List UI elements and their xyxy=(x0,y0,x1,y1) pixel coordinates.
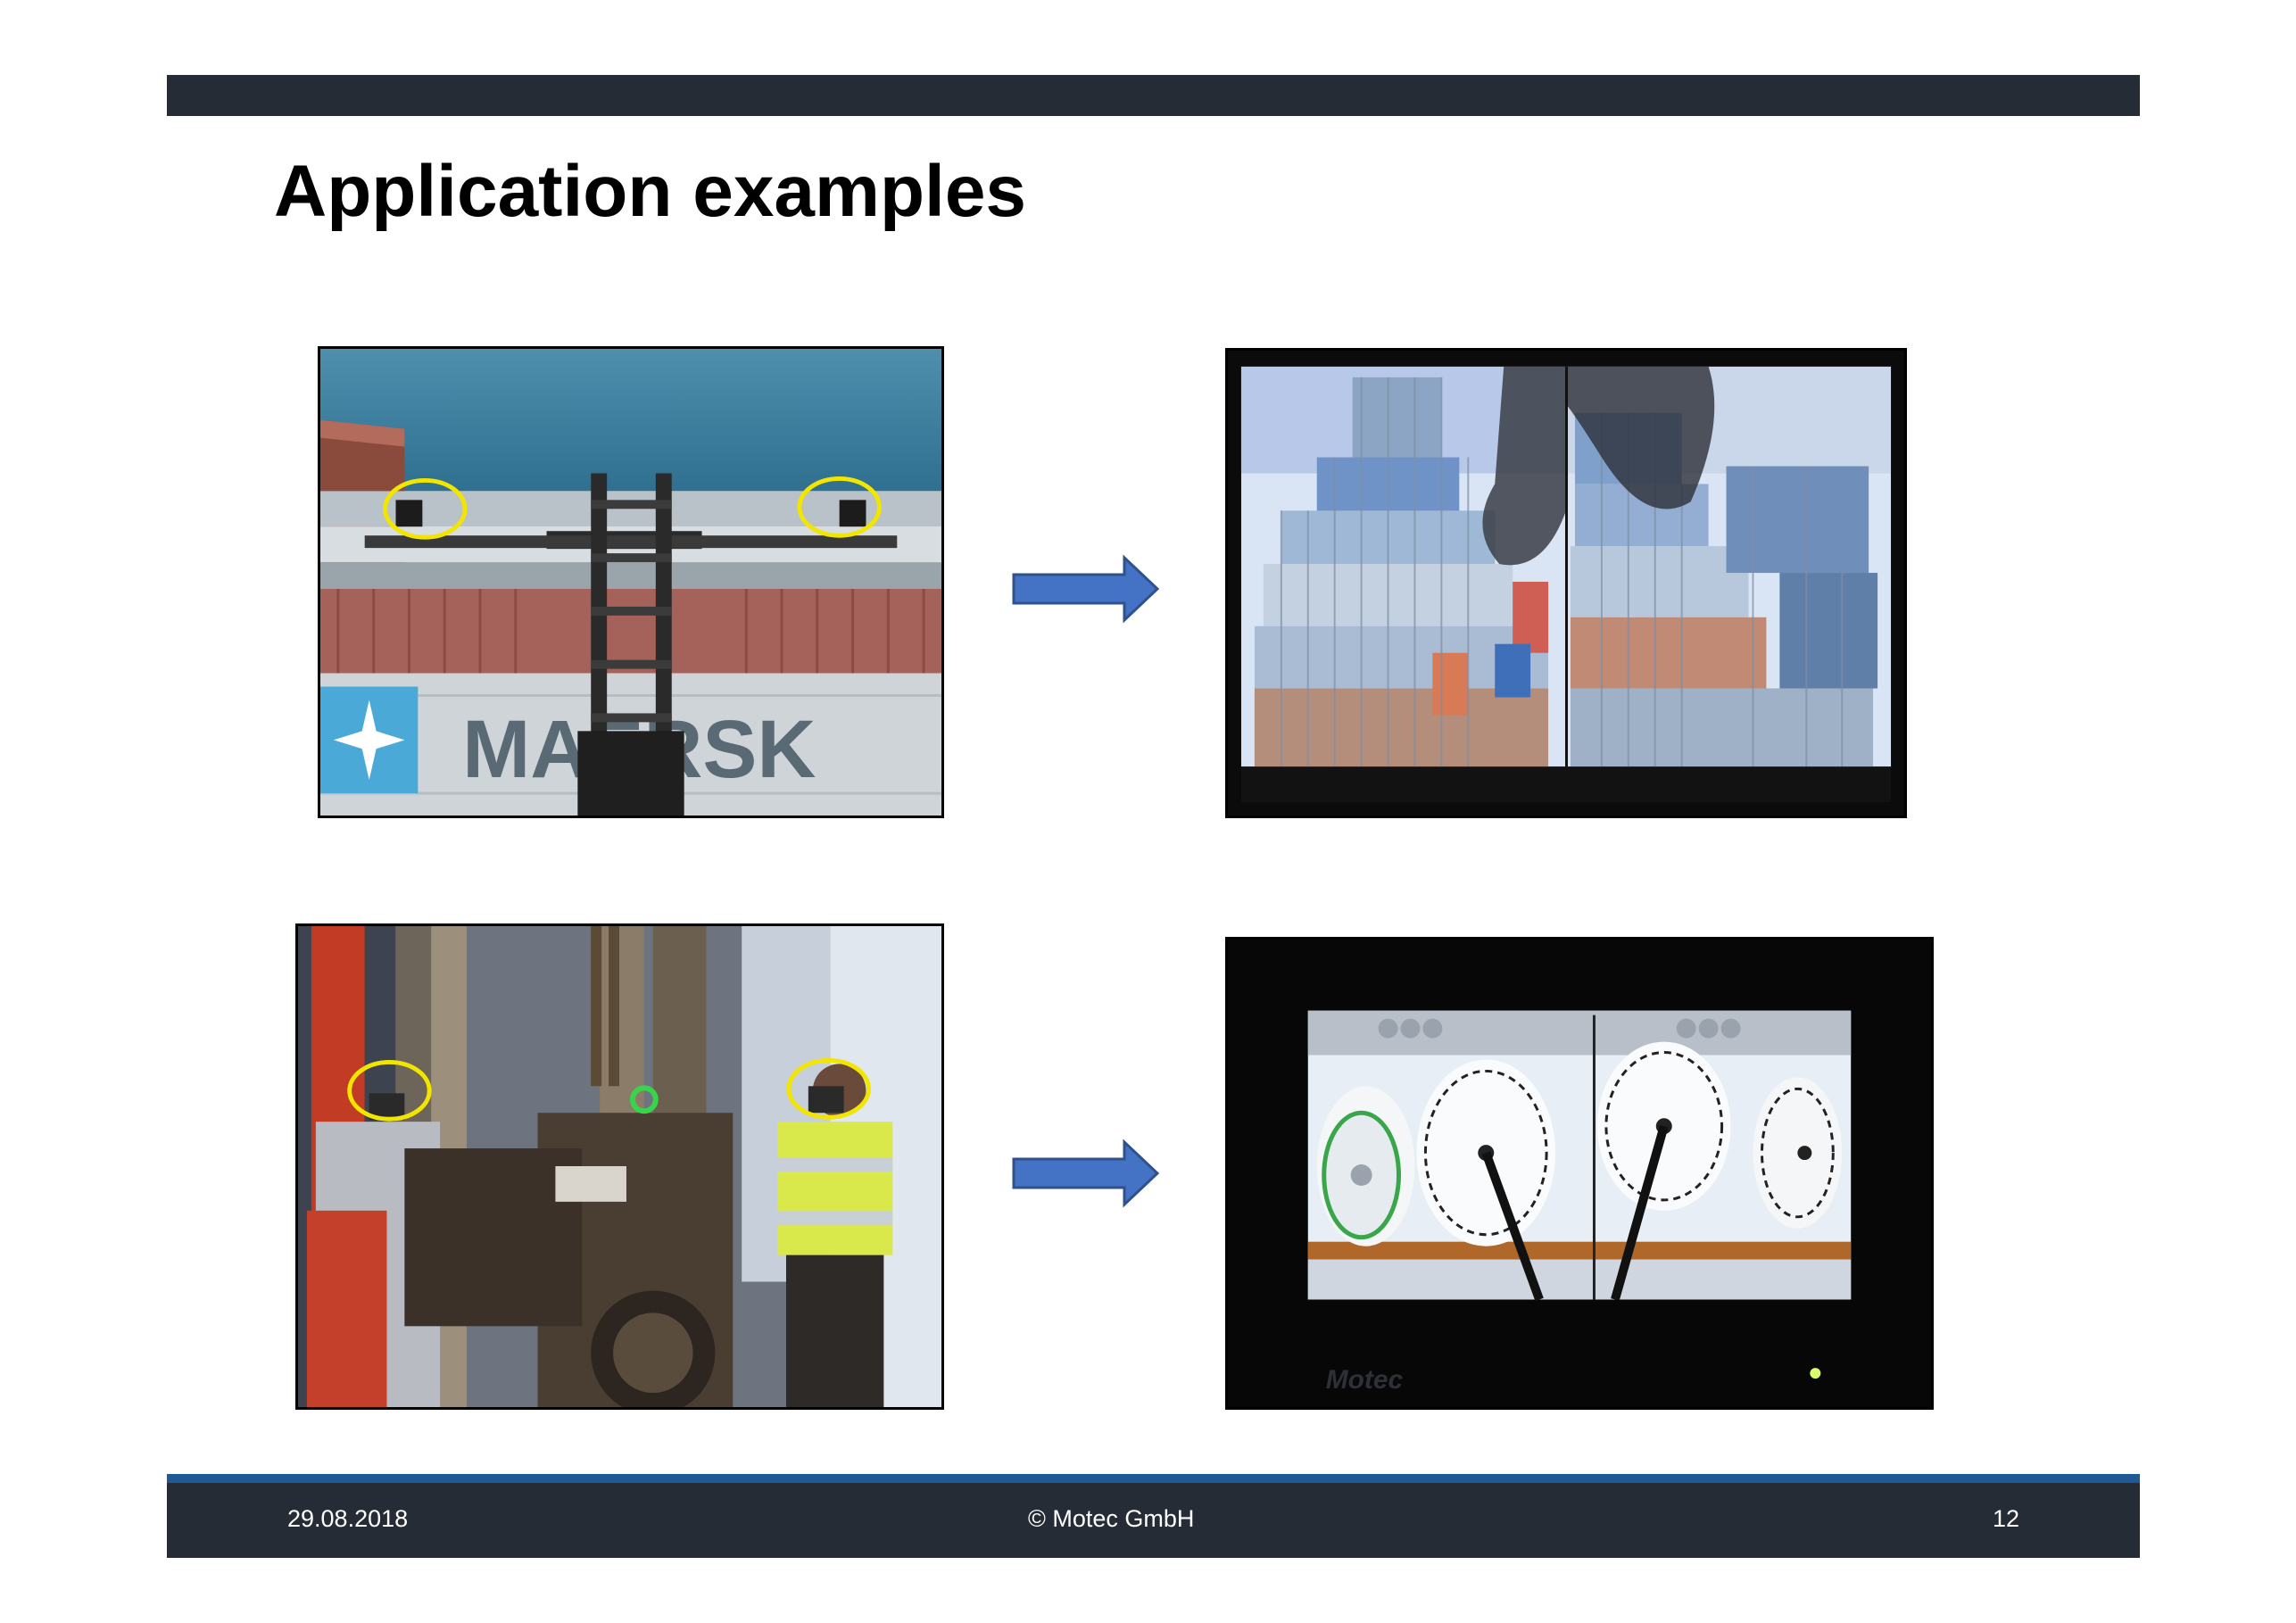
footer-accent-line xyxy=(167,1474,2140,1483)
footer-copyright: © Motec GmbH xyxy=(1028,1505,1195,1532)
right-arrow-icon xyxy=(1010,553,1162,625)
motec-brand-text: Motec xyxy=(1326,1365,1404,1395)
sensor-highlight-circle xyxy=(347,1059,432,1122)
footer-page-number: 12 xyxy=(1992,1505,2019,1532)
slide-title: Application examples xyxy=(274,151,1027,232)
header-bar xyxy=(167,75,2140,116)
footer-bar: 29.08.2018 © Motec GmbH 12 xyxy=(167,1483,2140,1558)
sensor-highlight-circle xyxy=(786,1057,871,1120)
right-arrow-icon xyxy=(1010,1138,1162,1209)
container-monitor-view xyxy=(1225,348,1907,818)
footer-date: 29.08.2018 xyxy=(287,1505,409,1532)
forklift-photo xyxy=(295,923,944,1410)
container-spreader-photo: MAERSK xyxy=(318,346,944,818)
rolls-monitor-view: Motec xyxy=(1225,937,1934,1410)
sensor-highlight-circle xyxy=(797,476,882,538)
sensor-highlight-circle xyxy=(383,477,468,540)
